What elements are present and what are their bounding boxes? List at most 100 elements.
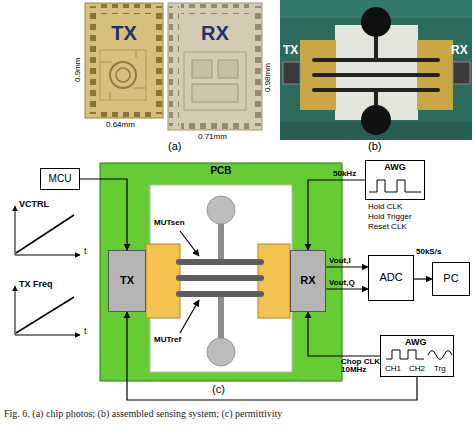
text-label: (a) — [168, 141, 181, 152]
edge-label: Chop CLK 10MHz — [341, 358, 381, 375]
node-title: MCU — [49, 174, 72, 185]
tx-die-photo — [85, 3, 163, 118]
control-graphs — [15, 255, 80, 256]
adc-box: ADC — [368, 255, 414, 301]
text-label: TX Freq — [19, 280, 53, 289]
control-graphs — [15, 206, 80, 335]
awg-waveforms — [369, 180, 421, 192]
rx-die-photo — [251, 6, 261, 126]
node-title: PC — [443, 273, 458, 285]
assembled-system-photo — [361, 105, 391, 135]
assembled-system-photo — [312, 58, 440, 62]
pcb-illustration — [176, 275, 264, 281]
text-label: 0.98mm — [264, 63, 272, 92]
text-label: VCTRL — [19, 200, 49, 209]
text-label: MUTref — [154, 336, 181, 344]
tx-die-photo — [100, 50, 146, 100]
node-title: RX — [300, 275, 315, 287]
pcb-board: PCB TX RX — [100, 163, 342, 381]
node-title: RX — [201, 23, 229, 44]
control-graphs — [16, 297, 74, 333]
rx-die-photo — [168, 3, 262, 130]
pcb-illustration — [180, 300, 199, 333]
text-label: RX — [451, 44, 468, 56]
edge-label: Vout,Q — [329, 279, 355, 287]
signal-connector — [414, 278, 432, 279]
node-title: AWG — [405, 338, 427, 347]
rx-die-photo — [192, 84, 238, 102]
signal-connector — [326, 288, 368, 289]
chip-box: TX — [108, 250, 146, 312]
awg-box: AWG — [365, 160, 425, 200]
tx-die-photo — [86, 6, 96, 114]
die-photo: TX — [85, 3, 163, 118]
text-label: Hold Trigger — [368, 213, 412, 221]
text-label: (b) — [368, 141, 381, 152]
edge-label: 50kHz — [333, 170, 356, 178]
text-label: (c) — [212, 384, 225, 395]
assembled-system-photo — [312, 88, 440, 92]
rx-die-photo — [218, 60, 238, 78]
pcb-illustration — [218, 222, 224, 262]
rx-die-photo — [181, 119, 249, 129]
assembled-system-photo — [280, 0, 472, 140]
signal-connector — [308, 180, 365, 250]
pcb-illustration — [180, 231, 199, 256]
channel-label: CH1 — [385, 365, 401, 373]
tx-die-photo — [116, 68, 130, 82]
pcb-illustration — [176, 291, 264, 297]
text-label: TX — [283, 44, 298, 56]
tx-die-photo — [110, 62, 136, 88]
signal-connector — [326, 266, 368, 267]
pcb-illustration — [176, 259, 264, 265]
pcb-illustration — [100, 163, 342, 381]
pcb-illustration — [258, 244, 290, 318]
text-label: 0.64mm — [106, 121, 135, 129]
edge-label: 50kS/s — [416, 248, 441, 256]
tx-die-photo — [100, 50, 146, 100]
assembled-system-photo — [374, 92, 378, 106]
control-graphs — [16, 215, 74, 253]
assembled-system-photo — [312, 73, 440, 77]
assembled-system-photo — [280, 0, 472, 140]
rx-die-photo — [169, 6, 179, 126]
pcb-illustration — [146, 244, 180, 318]
node-title: ADC — [379, 272, 402, 284]
text-label: 0.9mm — [74, 58, 82, 82]
assembled-system-photo — [361, 7, 391, 37]
assembled-system-photo — [283, 62, 300, 84]
text-label: Reset CLK — [368, 223, 407, 231]
node-title: PCB — [210, 166, 231, 177]
edge-label: Vout,I — [329, 257, 351, 265]
pcb-illustration — [207, 338, 235, 366]
assembled-system-photo — [374, 36, 378, 58]
text-label: Hold CLK — [368, 203, 402, 211]
text-label: t — [84, 327, 87, 336]
die-photo: RX — [168, 3, 262, 130]
signal-connector — [80, 179, 127, 250]
tx-die-photo — [85, 3, 163, 118]
pcb-illustration — [218, 296, 224, 340]
chip-box: RX — [290, 250, 326, 312]
control-graphs — [15, 206, 16, 255]
assembled-system-photo — [453, 62, 470, 84]
rx-die-photo — [168, 3, 262, 130]
awg-waveforms — [386, 350, 424, 359]
text-label: 0.71mm — [198, 133, 227, 141]
pcb-illustration — [207, 196, 235, 224]
rx-die-photo — [181, 4, 249, 14]
control-graphs — [15, 335, 80, 336]
awg-box: AWG CH1 CH2 Trg — [380, 335, 454, 377]
figure-caption: Fig. 6. (a) chip photos; (b) assembled s… — [4, 409, 282, 419]
tx-die-photo — [97, 4, 151, 14]
pcb-illustration — [100, 163, 342, 381]
text-label: t — [84, 247, 87, 256]
pc-box: PC — [432, 262, 470, 296]
channel-label: Trg — [434, 365, 446, 373]
channel-label: CH2 — [409, 365, 425, 373]
signal-connector — [308, 312, 380, 356]
node-title: TX — [111, 23, 137, 44]
node-title: TX — [120, 275, 134, 287]
rx-die-photo — [192, 60, 212, 78]
signal-connector — [127, 312, 417, 400]
